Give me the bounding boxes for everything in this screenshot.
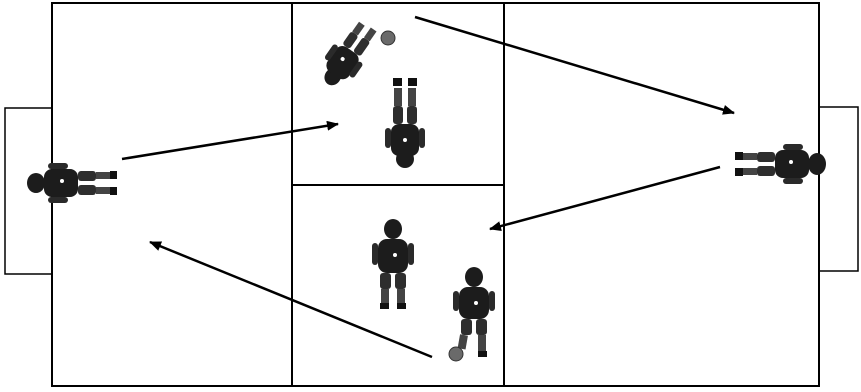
right-goal xyxy=(819,106,859,272)
pass-arrow-3 xyxy=(489,165,721,231)
ball-icon xyxy=(380,30,396,46)
player-lying-icon xyxy=(27,163,117,203)
pass-arrow-4 xyxy=(149,240,433,359)
player-lying-icon xyxy=(735,144,826,184)
player-standing-icon xyxy=(372,219,414,309)
player-standing-icon xyxy=(385,78,425,168)
pass-arrow-2 xyxy=(414,15,735,115)
player-dribbling-icon xyxy=(324,21,377,86)
pass-arrow-1 xyxy=(121,120,339,161)
field-boundary xyxy=(51,2,820,387)
left-goal xyxy=(4,107,52,275)
ball-icon xyxy=(448,346,464,362)
player-dribbling-icon xyxy=(453,267,495,357)
